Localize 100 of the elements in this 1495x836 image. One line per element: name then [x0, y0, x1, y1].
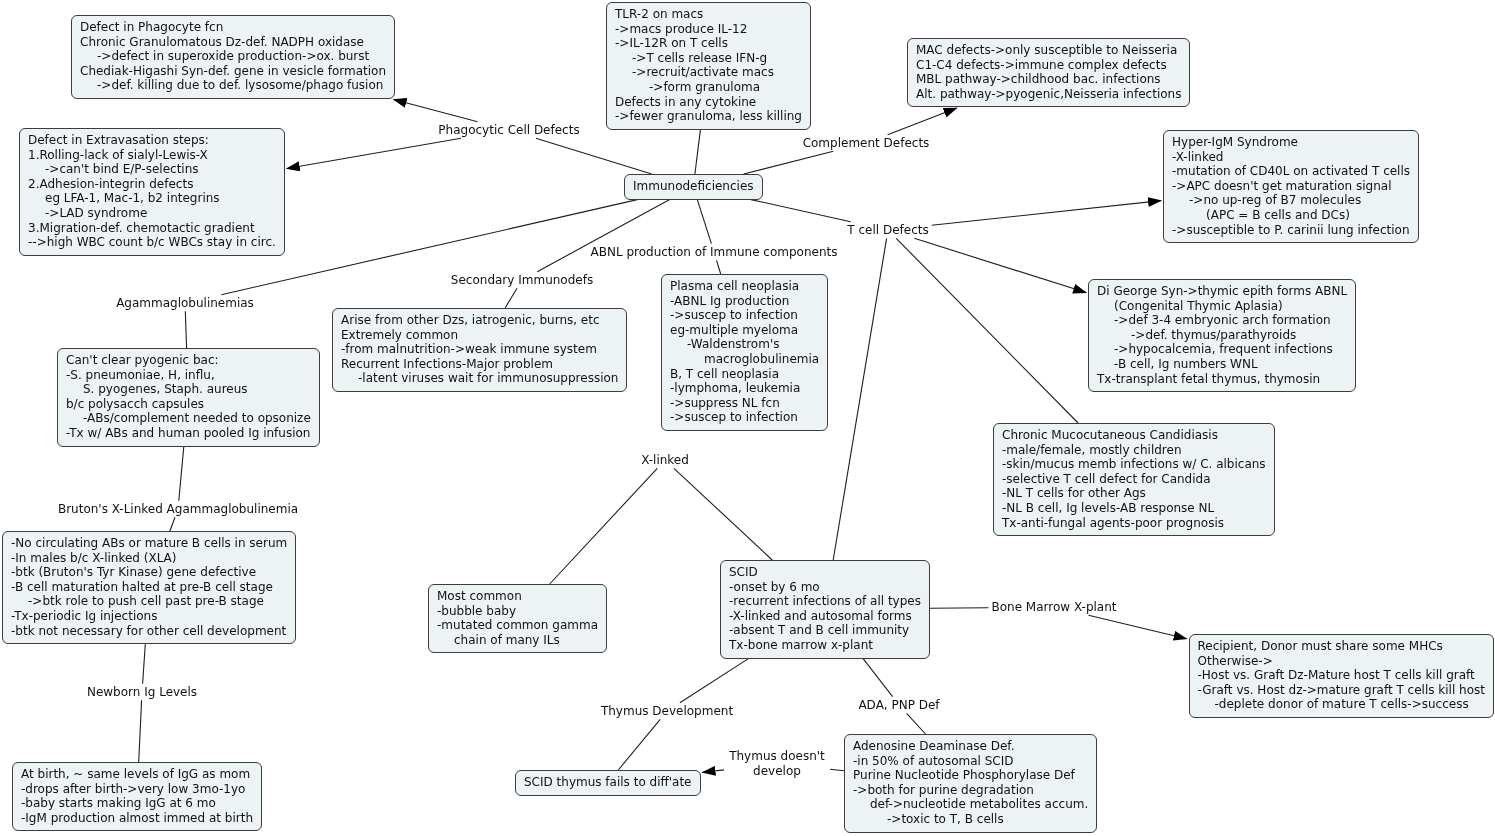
concept-text: -mutated common gamma	[437, 618, 598, 633]
concept-box	[1088, 279, 1357, 393]
connector-line	[679, 658, 749, 704]
connector-line	[696, 199, 712, 245]
connector-line	[138, 699, 143, 763]
connector-line	[906, 712, 927, 735]
concept-text: -from malnutrition->weak immune system	[341, 342, 597, 357]
concept-text: Plasma cell neoplasia	[670, 279, 800, 294]
concept-text: Chronic Granulomatous Dz-def. NADPH oxidase	[80, 34, 364, 50]
concept-text: -X-linked	[1172, 149, 1224, 165]
concept-text: MBL pathway->childhood bac. infections	[916, 72, 1161, 87]
connector-line	[673, 467, 773, 561]
concept-text: -No circulating ABs or mature B cells in serum	[11, 536, 288, 551]
concept-box	[907, 38, 1191, 108]
concept-text: def->nucleotide metabolites accum.	[870, 797, 1089, 812]
concept-text: -latent viruses wait for immunosuppression	[358, 371, 619, 386]
concept-text: Tx-anti-fungal agents-poor prognosis	[1002, 515, 1224, 531]
arrow	[887, 107, 958, 136]
connector-line	[184, 310, 188, 349]
concept-text: ->fewer granuloma, less killing	[615, 109, 802, 124]
arrow	[913, 237, 1088, 294]
concept-text: ->suscep to infection	[670, 308, 798, 323]
concept-text: eg-multiple myeloma	[670, 322, 799, 338]
concept-text: chain of many ILs	[454, 632, 560, 648]
connector-line	[536, 199, 671, 273]
connector-line	[694, 129, 701, 175]
connector-line	[743, 150, 834, 175]
concept-text: -Tx-periodic Ig injections	[11, 608, 158, 624]
concept-text: -NL B cell, Ig levels-AB response NL	[1002, 500, 1215, 516]
concept-text: ->recruit/activate macs	[632, 65, 774, 80]
concept-box	[993, 423, 1275, 537]
connector-line	[829, 768, 845, 772]
concept-text: ->IL-12R on T cells	[615, 36, 728, 51]
connector-line	[549, 467, 658, 585]
concept-text: -in 50% of autosomal SCID	[853, 753, 1014, 769]
concept-text: -Host vs. Graft Dz-Mature host T cells kill graft	[1197, 668, 1475, 683]
concept-text: ->macs produce IL-12	[615, 21, 748, 37]
concept-text: -male/female, mostly children	[1002, 442, 1182, 458]
concept-text: Can't clear pyogenic bac:	[66, 353, 219, 368]
linking-phrase: T cell Defects	[844, 221, 932, 239]
concept-text: Tx-bone marrow x-plant	[729, 637, 873, 653]
concept-text: Defects in any cytokine	[615, 94, 757, 110]
connector-line	[169, 516, 176, 532]
concept-text: -drops after birth->very low 3mo-1yo	[21, 781, 246, 797]
concept-box	[624, 174, 763, 200]
connector-line	[929, 607, 990, 609]
linking-phrase: Newborn Ig Levels	[83, 683, 201, 701]
concept-text: ->susceptible to P. carinii lung infection	[1172, 222, 1410, 238]
concept-text: S. pyogenes, Staph. aureus	[83, 382, 248, 397]
concept-text: Di George Syn->thymic epith forms ABNL	[1097, 284, 1348, 299]
concept-text: Adenosine Deaminase Def.	[853, 739, 1015, 754]
concept-text: SCID thymus fails to diff'ate	[524, 775, 692, 790]
concept-box	[2, 531, 297, 645]
concept-text: Recurrent Infections-Major problem	[341, 356, 553, 372]
concept-text: -btk (Bruton's Tyr Kinase) gene defective	[11, 565, 257, 580]
linking-phrase: Complement Defects	[799, 134, 933, 152]
arrow	[392, 98, 479, 123]
concept-text: Arise from other Dzs, iatrogenic, burns, etc	[341, 313, 600, 328]
concept-text: SCID	[729, 565, 758, 580]
concept-text: -B cell maturation halted at pre-B cell stage	[11, 579, 273, 595]
concept-box	[428, 584, 607, 654]
concept-text: ->form granuloma	[649, 79, 760, 95]
concept-text: ->can't bind E/P-selectins	[45, 162, 199, 177]
concept-text: ->def. thymus/parathyroids	[1131, 327, 1297, 343]
concept-text: Most common	[437, 589, 522, 604]
arrow	[1087, 614, 1188, 641]
concept-text: 1.Rolling-lack of sialyl-Lewis-X	[28, 147, 208, 163]
concept-text: -B cell, Ig numbers WNL	[1114, 356, 1258, 372]
concept-text: -lymphoma, leukemia	[670, 381, 801, 396]
concept-text: -selective T cell defect for Candida	[1002, 471, 1211, 487]
concept-text: ->APC doesn't get maturation signal	[1172, 178, 1392, 194]
concept-text: ->T cells release IFN-g	[632, 50, 768, 66]
concept-text: -IgM production almost immed at birth	[21, 810, 253, 826]
concept-text: -skin/mucus memb infections w/ C. albicans	[1002, 457, 1266, 472]
concept-text: -absent T and B cell immunity	[729, 623, 910, 638]
concept-text: ->both for purine degradation	[853, 782, 1034, 798]
concept-text: -In males b/c X-linked (XLA)	[11, 550, 177, 566]
concept-text: -NL T cells for other Ags	[1002, 486, 1146, 501]
concept-text: ->suscep to infection	[670, 410, 798, 425]
concept-text: ->btk role to push cell past pre-B stage	[28, 594, 264, 609]
concept-box	[515, 770, 701, 796]
concept-text: -baby starts making IgG at 6 mo	[21, 796, 216, 811]
concept-text: ->defect in superoxide production->ox. burst	[97, 49, 370, 64]
concept-text: Hyper-IgM Syndrome	[1172, 135, 1298, 150]
concept-text: B, T cell neoplasia	[670, 366, 780, 382]
concept-text: 2.Adhesion-integrin defects	[28, 176, 194, 192]
linking-phrase: Bone Marrow X-plant	[988, 598, 1120, 616]
linking-phrase: Secondary Immunodefs	[447, 271, 597, 289]
concept-box	[844, 734, 1098, 833]
concept-text: -Graft vs. Host dz->mature graft T cells kill host	[1197, 682, 1485, 698]
concept-text: MAC defects->only susceptible to Neisseria	[916, 43, 1178, 58]
concept-box	[57, 348, 320, 447]
concept-box	[661, 274, 829, 431]
arrow	[931, 197, 1162, 226]
concept-text: ->toxic to T, B cells	[887, 811, 1004, 827]
arrow	[701, 765, 725, 776]
concept-text: Otherwise->	[1197, 653, 1273, 669]
concept-text: -->high WBC count b/c WBCs stay in circ.	[28, 235, 276, 250]
concept-text: Alt. pathway->pyogenic,Neisseria infections	[916, 86, 1182, 102]
arrow	[285, 137, 462, 172]
